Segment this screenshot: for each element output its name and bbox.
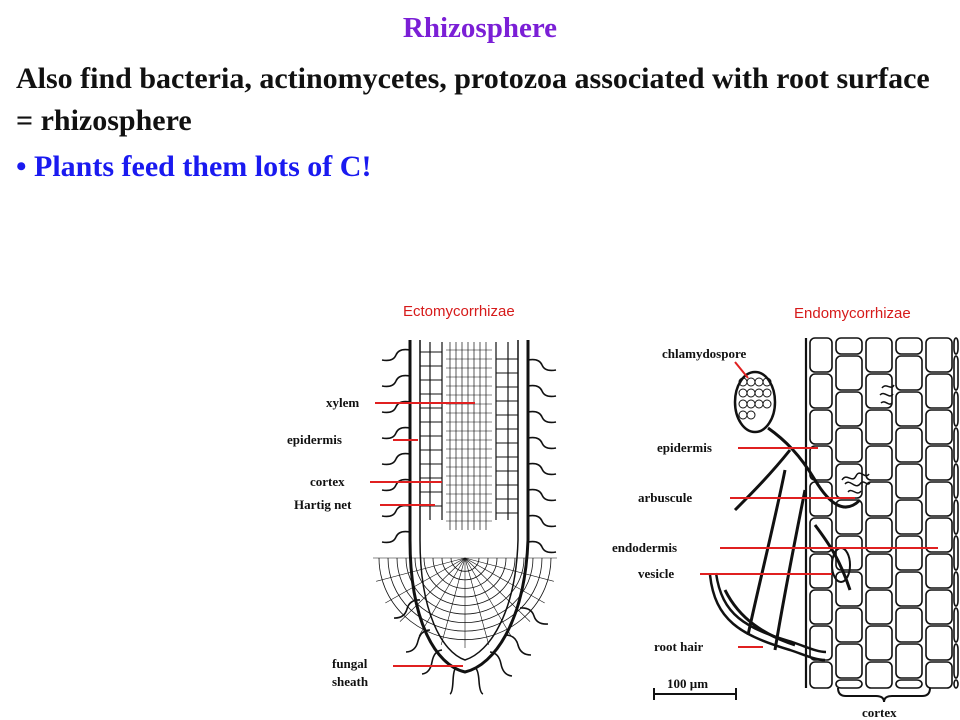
arbuscule-drawing <box>841 384 895 494</box>
endo-label-chlamydospore: chlamydospore <box>662 346 746 361</box>
ecto-label-epidermis: epidermis <box>287 432 342 447</box>
ecto-label-cortex: cortex <box>310 474 345 489</box>
cortex-brace <box>837 687 931 703</box>
scale-bar-label: 100 µm <box>667 676 708 691</box>
ecto-label-sheath: sheath <box>332 674 369 689</box>
ecto-root-drawing <box>373 340 557 695</box>
endo-label-arbuscule: arbuscule <box>638 490 692 505</box>
endo-label-vesicle: vesicle <box>638 566 674 581</box>
ecto-label-hartig-net: Hartig net <box>294 497 352 512</box>
hyphae-drawing <box>723 426 862 651</box>
ecto-title: Ectomycorrhizae <box>403 303 515 320</box>
endo-label-root-hair: root hair <box>654 639 703 654</box>
ectomycorrhizae-panel: Ectomycorrhizae xylem epidermis cortex H… <box>287 303 557 695</box>
root-hair-drawing <box>708 572 827 662</box>
scale-bar <box>653 688 737 700</box>
body-text: Also find bacteria, actinomycetes, proto… <box>16 62 930 137</box>
endo-leaders <box>700 361 938 648</box>
slide-title: Rhizosphere <box>402 12 558 44</box>
endo-title: Endomycorrhizae <box>794 305 911 322</box>
endo-label-cortex: cortex <box>862 705 897 720</box>
ecto-leaders <box>370 402 475 667</box>
endo-label-epidermis: epidermis <box>657 440 712 455</box>
endo-label-endodermis: endodermis <box>612 540 677 555</box>
ecto-label-xylem: xylem <box>326 395 359 410</box>
chlamydospore-drawing <box>733 370 777 434</box>
bullet-line: • Plants feed them lots of C! <box>16 150 372 183</box>
ecto-label-fungal: fungal <box>332 656 368 671</box>
mycorrhizae-diagram: Ectomycorrhizae xylem epidermis cortex H… <box>270 290 960 720</box>
endo-root-drawing <box>804 337 959 689</box>
endomycorrhizae-panel: Endomycorrhizae <box>612 305 959 720</box>
